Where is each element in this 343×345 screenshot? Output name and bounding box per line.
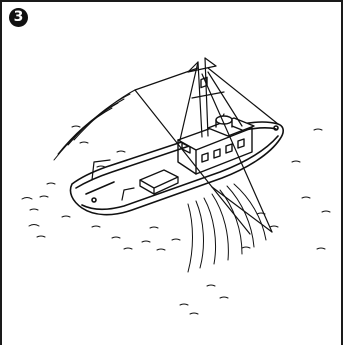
boat-hull [70,122,283,215]
net-lines-bottom [188,184,266,272]
net-lines-left [54,90,135,160]
